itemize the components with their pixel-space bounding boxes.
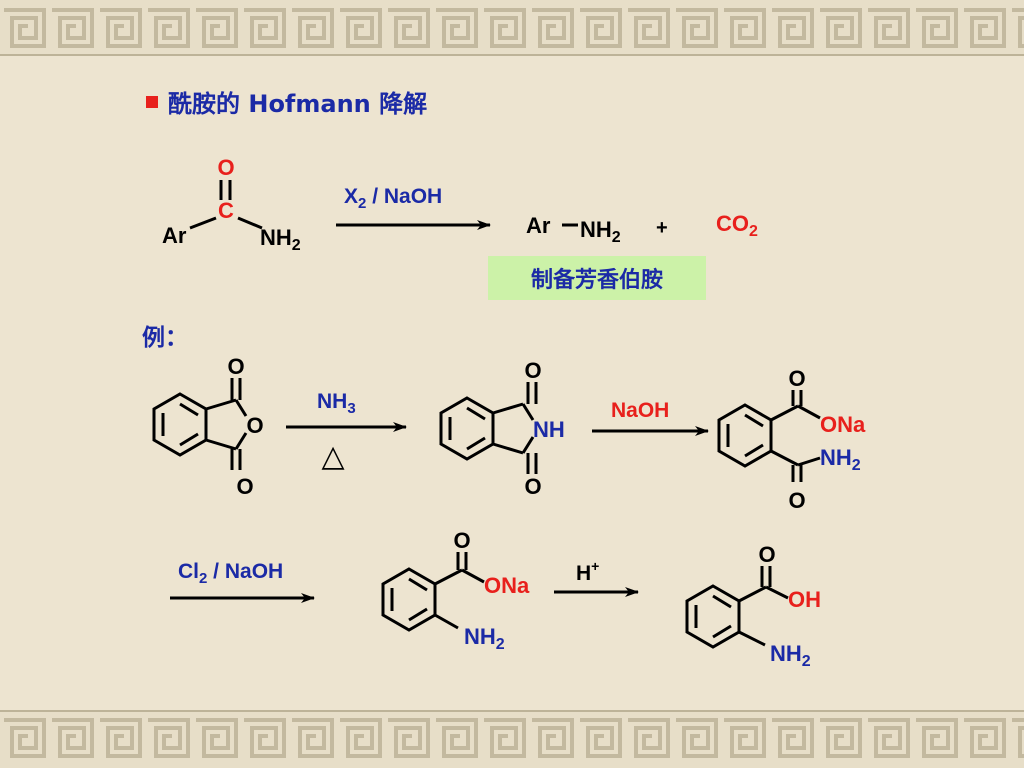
primary-aromatic-amine-label: 制备芳香伯胺 (530, 268, 663, 293)
imide-nh-label: NH (533, 417, 565, 442)
heat-triangle-icon: △ (321, 440, 344, 473)
red-square-bullet-icon (146, 95, 158, 108)
salt-top-oxygen: O (788, 366, 805, 391)
naoh-reagent-label: NaOH (611, 399, 669, 422)
acid-top-oxygen: O (758, 542, 775, 567)
anhydride-bottom-oxygen: O (236, 474, 253, 499)
acid-nh2-label: NH2 (770, 641, 811, 670)
anhydride-ring-oxygen: O (246, 413, 263, 438)
chlorine-reagent-label: Cl2 / NaOH (178, 560, 283, 587)
imide-top-oxygen: O (524, 358, 541, 383)
product-nh-label: NH2 (580, 217, 621, 246)
bottom-border-pattern (0, 710, 1024, 768)
plus-sign: + (656, 217, 668, 239)
acid-reagent-label: H+ (576, 558, 599, 585)
slide-title: 酰胺的 Hofmann 降解 (168, 90, 428, 118)
phthalimide-structure (439, 382, 538, 474)
sodium-anthranilate-structure (381, 552, 485, 632)
co2-label: CO2 (716, 211, 758, 240)
anthranilic-acid-structure (685, 566, 789, 649)
hofmann-reagent-label: X2 / NaOH (344, 185, 442, 212)
anthranilate-nh2-label: NH2 (464, 624, 505, 653)
anthranilate-ona-label: ONa (484, 573, 530, 598)
example-label: 例： (142, 325, 188, 351)
carbonyl-carbon-label: C (218, 198, 234, 223)
amide-reactant (189, 180, 263, 230)
primary-aromatic-amine-box: 制备芳香伯胺 (488, 256, 706, 300)
anthranilate-top-oxygen: O (453, 528, 470, 553)
acid-oh-label: OH (788, 587, 821, 612)
slide-title-row: 酰胺的 Hofmann 降解 (146, 84, 427, 119)
top-border-pattern (0, 0, 1024, 56)
phthalic-anhydride-structure (152, 378, 248, 470)
salt-nh2-label: NH2 (820, 445, 861, 474)
aryl-label: Ar (162, 223, 187, 248)
imide-bottom-oxygen: O (524, 474, 541, 499)
salt-bottom-oxygen: O (788, 488, 805, 513)
phthalamate-salt-structure (717, 390, 821, 482)
amide-nh-label: NH2 (260, 225, 301, 254)
ammonia-reagent-label: NH3 (317, 390, 356, 417)
product-aryl-label: Ar (526, 213, 551, 238)
salt-ona-label: ONa (820, 412, 866, 437)
carbonyl-oxygen-label: O (217, 155, 234, 180)
anhydride-top-oxygen: O (227, 354, 244, 379)
